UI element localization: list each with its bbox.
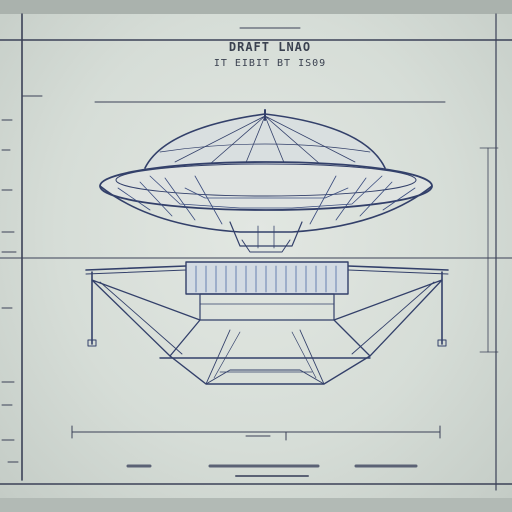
bottom-title-strip — [126, 464, 418, 477]
drawing-title: DRAFT LNAO — [228, 40, 312, 54]
bottom-border — [0, 498, 512, 512]
lander-frame — [85, 261, 449, 385]
left-margin-ticks — [1, 95, 43, 463]
saucer-dome — [144, 113, 386, 169]
top-border — [0, 0, 512, 14]
title-block: DRAFT LNAO IT EIBIT BT IS09 — [200, 40, 340, 69]
saucer-body — [99, 109, 433, 253]
saucer-disc — [99, 161, 433, 211]
drawing-subtitle: IT EIBIT BT IS09 — [213, 58, 327, 69]
lander-module — [185, 261, 349, 295]
